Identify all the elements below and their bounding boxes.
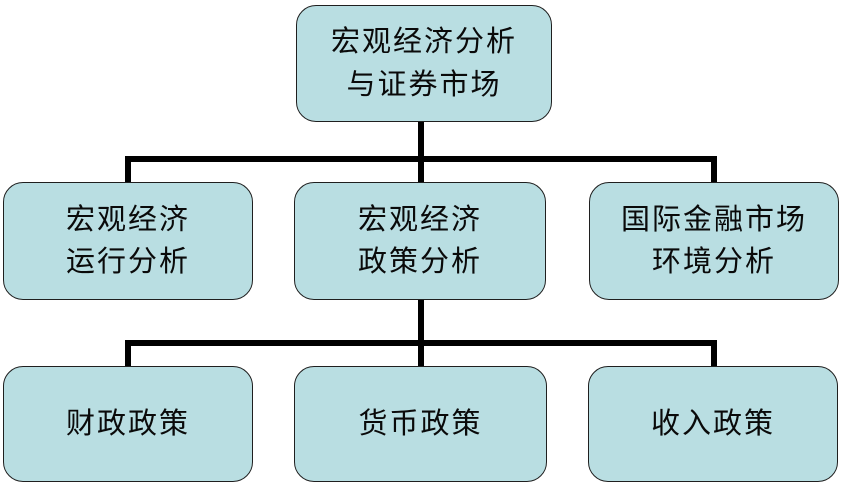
node-macro-analysis-securities-market: 宏观经济分析 与证券市场 — [296, 5, 552, 122]
connector-level2-drop-mid — [418, 156, 424, 184]
connector-level2-drop-right — [711, 156, 717, 184]
connector-mid-stem — [418, 300, 424, 346]
node-fiscal-policy: 财政政策 — [3, 366, 253, 482]
node-international-financial-market-environment-analysis: 国际金融市场 环境分析 — [589, 182, 839, 300]
connector-level3-drop-right — [711, 340, 717, 368]
node-income-policy: 收入政策 — [588, 366, 838, 482]
connector-level3-drop-mid — [418, 340, 424, 368]
node-macro-economic-operation-analysis: 宏观经济 运行分析 — [3, 182, 253, 300]
node-monetary-policy: 货币政策 — [294, 366, 547, 482]
connector-level3-drop-left — [125, 340, 131, 368]
connector-root-stem — [418, 122, 424, 162]
node-macro-economic-policy-analysis: 宏观经济 政策分析 — [294, 182, 546, 300]
connector-level2-drop-left — [125, 156, 131, 184]
